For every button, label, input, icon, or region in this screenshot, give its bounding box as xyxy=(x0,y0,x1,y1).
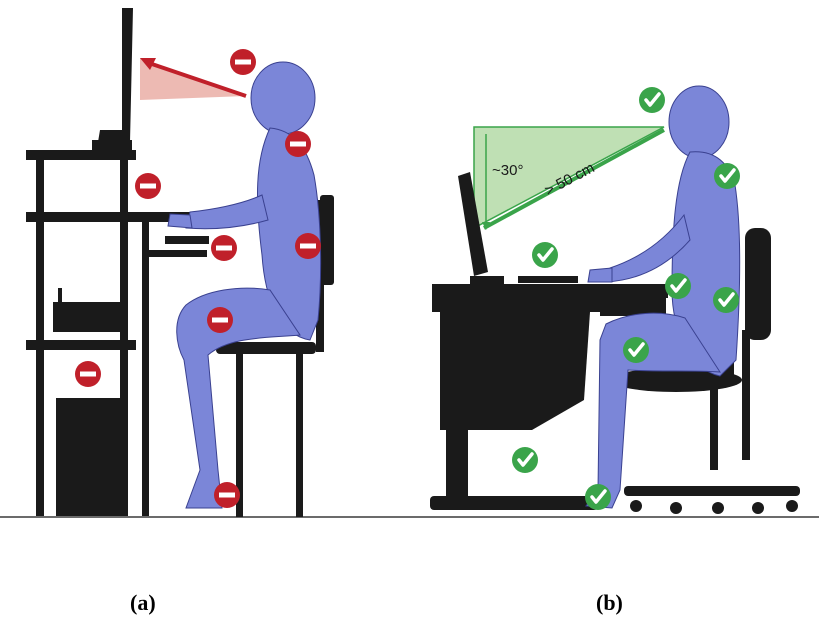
keyboard-b xyxy=(518,276,578,283)
monitor-level xyxy=(458,172,504,284)
no-entry-icon xyxy=(211,235,237,261)
computer-tower xyxy=(56,398,128,516)
no-entry-icon xyxy=(230,49,256,75)
monitor-high xyxy=(92,8,133,150)
no-entry-icon xyxy=(135,173,161,199)
check-icon xyxy=(637,85,667,115)
caption-b: (b) xyxy=(596,590,623,615)
adjustable-desk xyxy=(430,284,668,510)
angle-label: ~30° xyxy=(492,162,523,179)
check-icon xyxy=(663,271,693,301)
check-icon xyxy=(510,445,540,475)
no-entry-icon xyxy=(75,361,101,387)
panel-a-bad-posture xyxy=(26,8,334,517)
person-slouched xyxy=(167,61,322,509)
no-entry-icon xyxy=(285,131,311,157)
check-icon xyxy=(583,482,613,512)
check-icon xyxy=(711,285,741,315)
tall-workstation xyxy=(26,150,211,516)
check-icon xyxy=(530,240,560,270)
printer xyxy=(53,288,125,332)
sightline-level xyxy=(473,126,665,230)
panel-b-good-posture: ~30° > 50 cm xyxy=(430,85,800,514)
check-icon xyxy=(621,335,651,365)
no-entry-icon xyxy=(295,233,321,259)
check-icon xyxy=(712,161,742,191)
person-upright xyxy=(585,85,741,509)
no-entry-icon xyxy=(207,307,233,333)
no-entry-icon xyxy=(214,482,240,508)
keyboard-a xyxy=(165,236,209,244)
ergonomics-illustration: ~30° > 50 cm xyxy=(0,8,819,518)
caption-a: (a) xyxy=(130,590,156,615)
